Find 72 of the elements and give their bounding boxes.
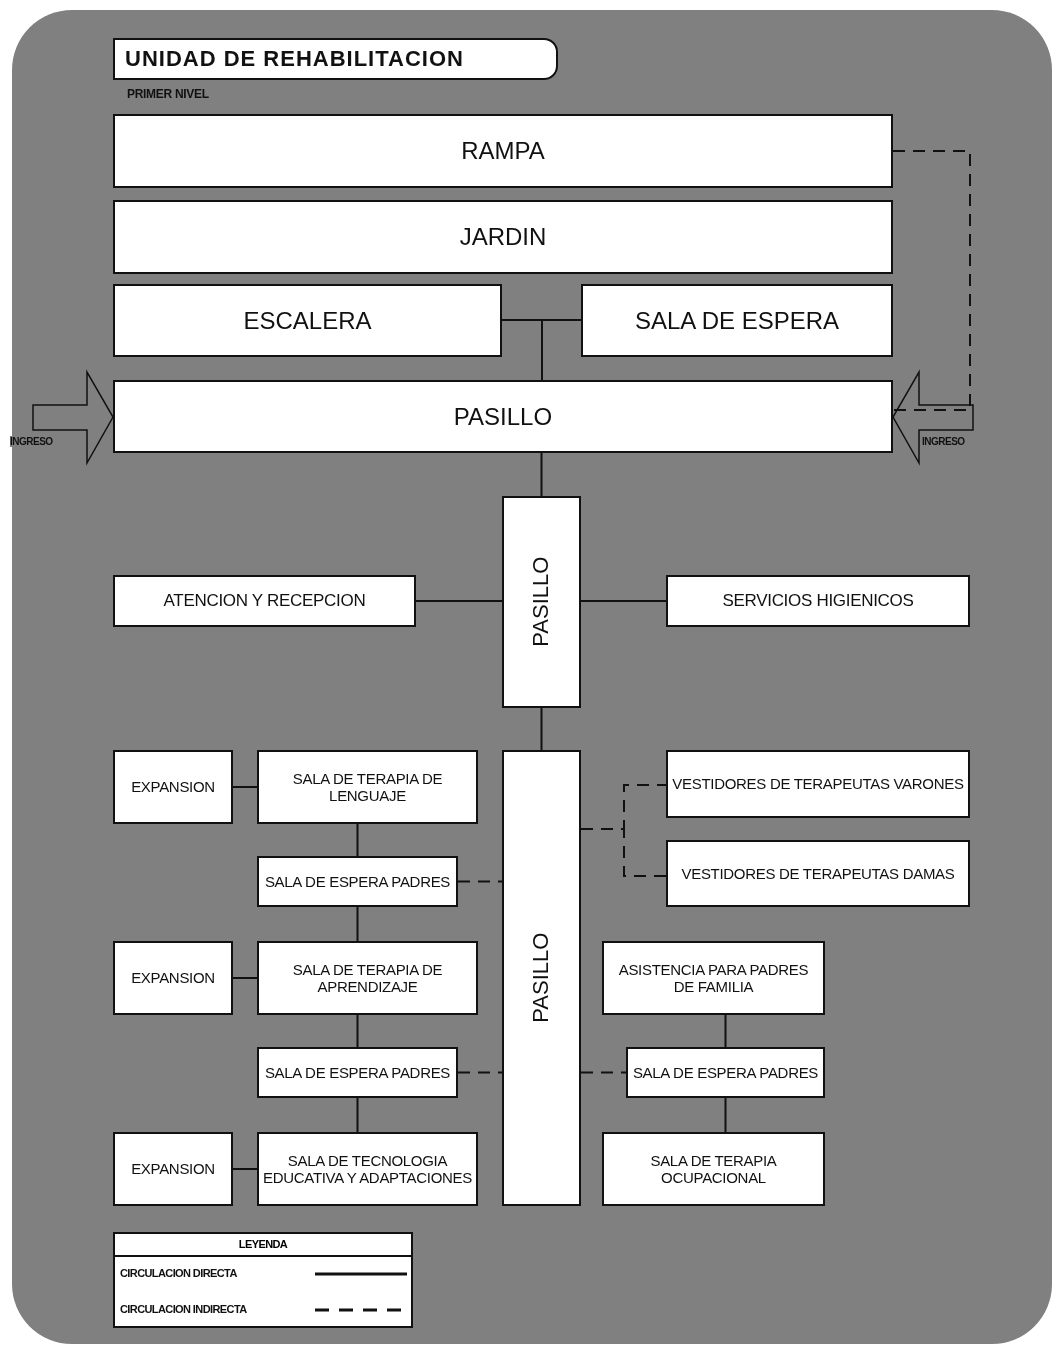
direct-circulation-line xyxy=(415,600,503,602)
direct-circulation-line xyxy=(356,823,359,857)
room-box xyxy=(602,1132,825,1206)
direct-circulation-line xyxy=(356,1014,359,1048)
room-box xyxy=(113,941,233,1015)
direct-circulation-line xyxy=(232,1168,258,1170)
indirect-circulation-line xyxy=(580,828,667,877)
room-box xyxy=(626,1047,825,1098)
room-box xyxy=(113,380,893,453)
room-box xyxy=(113,575,416,627)
direct-circulation-line xyxy=(580,600,667,602)
room-name: EXPANSION xyxy=(130,778,216,796)
room-name: SERVICIOS HIGIENICOS xyxy=(721,591,915,611)
direct-circulation-line xyxy=(540,707,543,751)
room-name: JARDIN xyxy=(459,223,547,251)
room-name: VESTIDORES DE TERAPEUTAS DAMAS xyxy=(680,864,956,883)
room-name: VESTIDORES DE TERAPEUTAS VARONES xyxy=(671,775,965,793)
room-box xyxy=(581,284,893,357)
room-name: ATENCION Y RECEPCION xyxy=(162,591,367,611)
room-name: SALA DE TERAPIA DE APRENDIZAJE xyxy=(291,960,444,996)
direct-circulation-line xyxy=(540,452,543,497)
room-box xyxy=(666,750,970,818)
room-box xyxy=(257,941,478,1015)
indirect-circulation-line xyxy=(457,880,503,883)
room-name: EXPANSION xyxy=(130,969,216,987)
room-name: ESCALERA xyxy=(243,306,372,335)
legend-title: LEYENDA xyxy=(238,1238,288,1250)
edge-label: INGRESO xyxy=(10,436,53,447)
room-name: SALA DE ESPERA PADRES xyxy=(263,872,452,891)
room-box xyxy=(666,840,970,907)
room-box xyxy=(666,575,970,627)
room-box xyxy=(113,284,502,357)
room-box xyxy=(113,1132,233,1206)
edge-label: INGRESO xyxy=(922,436,965,447)
room-name: PASILLO xyxy=(528,556,555,648)
direct-circulation-line xyxy=(356,906,359,942)
indirect-circulation-line xyxy=(892,150,971,411)
room-name: RAMPA xyxy=(461,137,545,165)
direct-circulation-line xyxy=(356,1097,359,1133)
legend-text: CIRCULACION DIRECTA xyxy=(120,1267,237,1279)
room-box xyxy=(113,750,233,824)
room-box xyxy=(257,1132,478,1206)
room-box xyxy=(113,200,893,274)
room-box xyxy=(257,750,478,824)
direct-circulation-line xyxy=(724,1097,727,1133)
room-name: SALA DE ESPERA PADRES xyxy=(263,1063,452,1082)
corridor-box xyxy=(502,750,581,1206)
diagram-title: UNIDAD DE REHABILITACION xyxy=(113,38,558,80)
room-name: SALA DE TERAPIA OCUPACIONAL xyxy=(649,1151,778,1187)
room-box xyxy=(257,1047,458,1098)
direct-circulation-line xyxy=(232,977,258,979)
room-name: EXPANSION xyxy=(130,1160,216,1178)
indirect-circulation-line xyxy=(580,1071,627,1074)
entrance-arrow xyxy=(892,369,974,466)
direct-circulation-line xyxy=(232,786,258,788)
room-name: PASILLO xyxy=(528,932,555,1024)
level-label: PRIMER NIVEL xyxy=(127,87,209,101)
room-name: SALA DE ESPERA PADRES xyxy=(631,1063,820,1082)
room-name: SALA DE TERAPIA DE LENGUAJE xyxy=(291,769,444,805)
room-box xyxy=(257,856,458,907)
direct-circulation-line xyxy=(541,319,582,381)
room-name: ASISTENCIA PARA PADRES DE FAMILIA xyxy=(617,960,810,996)
room-box xyxy=(113,114,893,188)
room-name: SALA DE ESPERA xyxy=(634,306,840,335)
room-name: PASILLO xyxy=(453,402,553,431)
direct-circulation-line xyxy=(724,1014,727,1048)
corridor-box xyxy=(502,496,581,708)
room-name: SALA DE TECNOLOGIA EDUCATIVA Y ADAPTACIONES xyxy=(262,1151,473,1187)
room-box xyxy=(602,941,825,1015)
entrance-arrow xyxy=(32,369,114,466)
indirect-circulation-line xyxy=(457,1071,503,1074)
legend-text: CIRCULACION INDIRECTA xyxy=(120,1303,247,1315)
